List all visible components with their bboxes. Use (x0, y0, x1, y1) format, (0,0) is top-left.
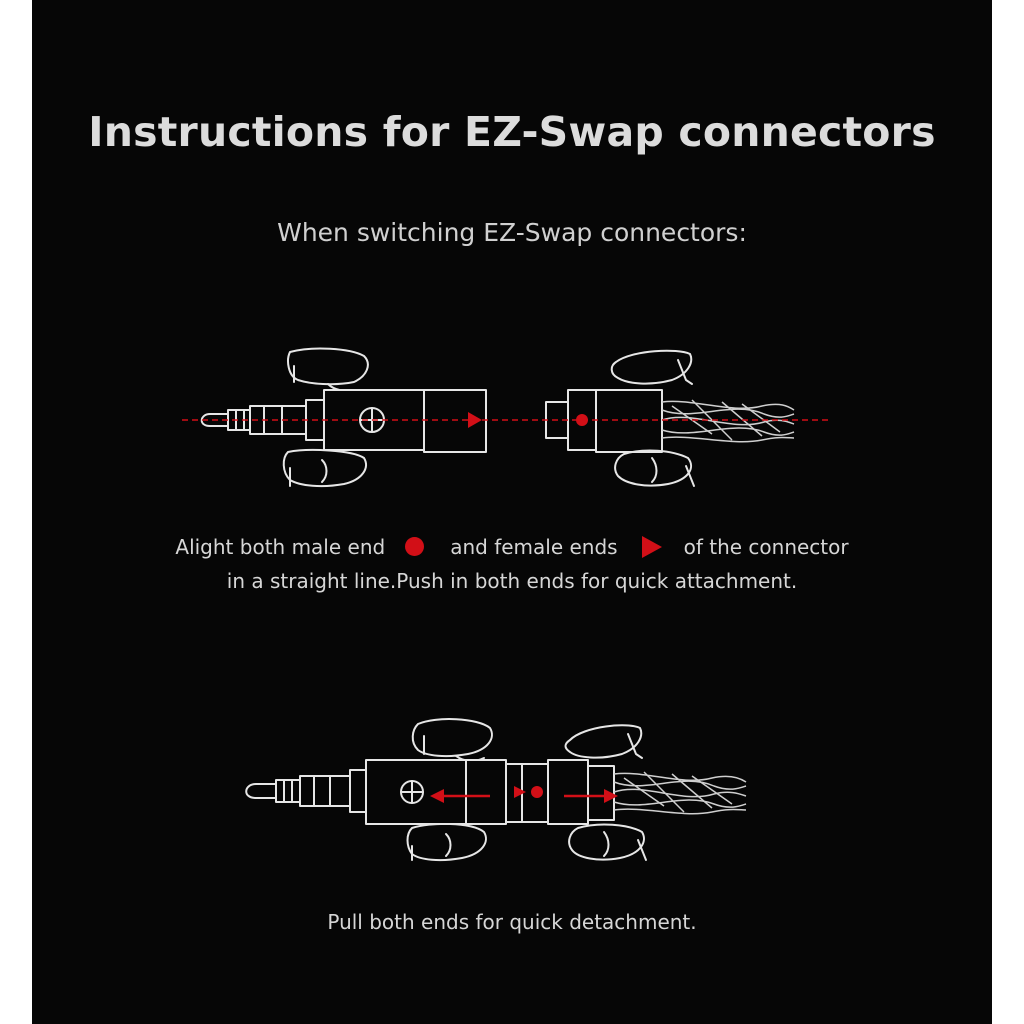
page-title: Instructions for EZ-Swap connectors (88, 108, 936, 156)
red-triangle-icon (641, 536, 662, 558)
red-dot-icon (405, 537, 425, 556)
left-hand-bottom-fingers (406, 822, 487, 862)
male-end-marker (531, 786, 543, 798)
right-hand-top-fingers (564, 724, 643, 759)
attach-diagram (182, 347, 832, 488)
page-subtitle: When switching EZ-Swap connectors: (277, 218, 747, 247)
detach-diagram (245, 718, 747, 862)
braided-cable (661, 399, 795, 443)
step1-caption-part2: and female ends (450, 535, 618, 559)
right-hand-bottom-fingers (568, 823, 647, 861)
step1-caption-line2: in a straight line.Push in both ends for… (226, 569, 798, 593)
step1-caption-line1: Alight both male end and female ends of th… (32, 535, 992, 559)
joined-connector-center (505, 759, 615, 825)
right-hand-bottom-fingers (614, 449, 695, 487)
left-hand-bottom-fingers (282, 449, 367, 488)
left-hand-top-fingers (287, 347, 369, 392)
braided-cable (613, 771, 747, 815)
pull-left-arrow (430, 789, 490, 803)
right-hand-top-fingers (610, 349, 693, 385)
left-hand-top-fingers (411, 718, 493, 762)
female-end-marker (514, 786, 526, 798)
male-plug-left (200, 389, 487, 453)
pull-right-arrow (564, 789, 618, 803)
step2-caption: Pull both ends for quick detachment. (327, 910, 697, 934)
male-plug-left (245, 759, 507, 825)
step1-caption-part1: Alight both male end (175, 535, 386, 559)
step1-caption-part3: of the connector (683, 535, 849, 559)
instruction-panel: Instructions for EZ-Swap connectors When… (32, 0, 992, 1024)
female-socket-right (545, 389, 795, 453)
